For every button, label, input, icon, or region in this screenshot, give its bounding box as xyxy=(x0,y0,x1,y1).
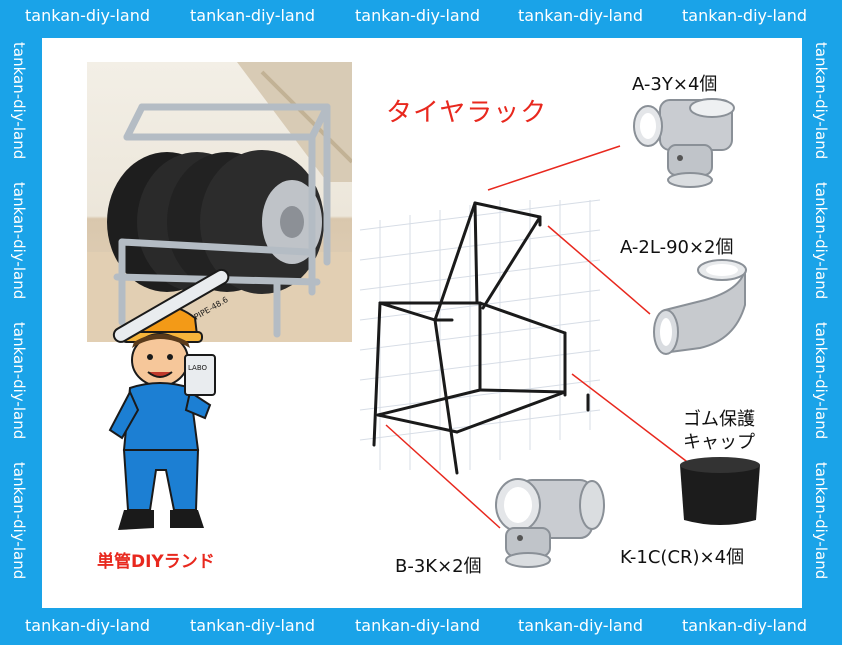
watermark-left-3: tankan-diy-land xyxy=(10,322,28,440)
watermark-left-1: tankan-diy-land xyxy=(10,42,28,160)
box-label-text: LABO xyxy=(188,364,208,372)
tire-rack-photo-illustration xyxy=(87,62,352,342)
a2l-90-elbow-icon xyxy=(653,259,747,355)
page-title: タイヤラック xyxy=(386,98,548,128)
tire-rack-photo xyxy=(87,62,352,342)
cap-title-line2: キャップ xyxy=(683,432,755,453)
watermark-top-2: tankan-diy-land xyxy=(190,6,316,25)
watermark-bottom-5: tankan-diy-land xyxy=(682,616,808,635)
watermark-bottom-3: tankan-diy-land xyxy=(355,616,481,635)
rubber-cap-icon xyxy=(680,457,760,525)
a3y-fitting-icon xyxy=(633,98,735,188)
watermark-right-3: tankan-diy-land xyxy=(812,322,830,440)
watermark-top-4: tankan-diy-land xyxy=(518,6,644,25)
brand-name: 単管DIYランド xyxy=(97,552,215,572)
mascot-character: PIPE-48.6 LABO xyxy=(108,268,230,530)
rack-sketch xyxy=(372,201,590,475)
watermark-right-2: tankan-diy-land xyxy=(812,182,830,300)
watermark-bottom-1: tankan-diy-land xyxy=(25,616,151,635)
watermark-top-3: tankan-diy-land xyxy=(355,6,481,25)
watermark-right-4: tankan-diy-land xyxy=(812,462,830,580)
b3k-fitting-icon xyxy=(495,478,605,568)
part-a2l-90-label: A-2L-90×2個 xyxy=(620,237,734,258)
part-a3y-label: A-3Y×4個 xyxy=(632,74,718,95)
part-k1c-label: K-1C(CR)×4個 xyxy=(620,547,745,568)
part-b3k-label: B-3K×2個 xyxy=(395,556,482,577)
watermark-left-4: tankan-diy-land xyxy=(10,462,28,580)
watermark-right-1: tankan-diy-land xyxy=(812,42,830,160)
watermark-left-2: tankan-diy-land xyxy=(10,182,28,300)
watermark-bottom-2: tankan-diy-land xyxy=(190,616,316,635)
leader-lines xyxy=(385,145,691,529)
watermark-top-5: tankan-diy-land xyxy=(682,6,808,25)
cap-title-line1: ゴム保護 xyxy=(683,409,755,430)
watermark-bottom-4: tankan-diy-land xyxy=(518,616,644,635)
watermark-top-1: tankan-diy-land xyxy=(25,6,151,25)
